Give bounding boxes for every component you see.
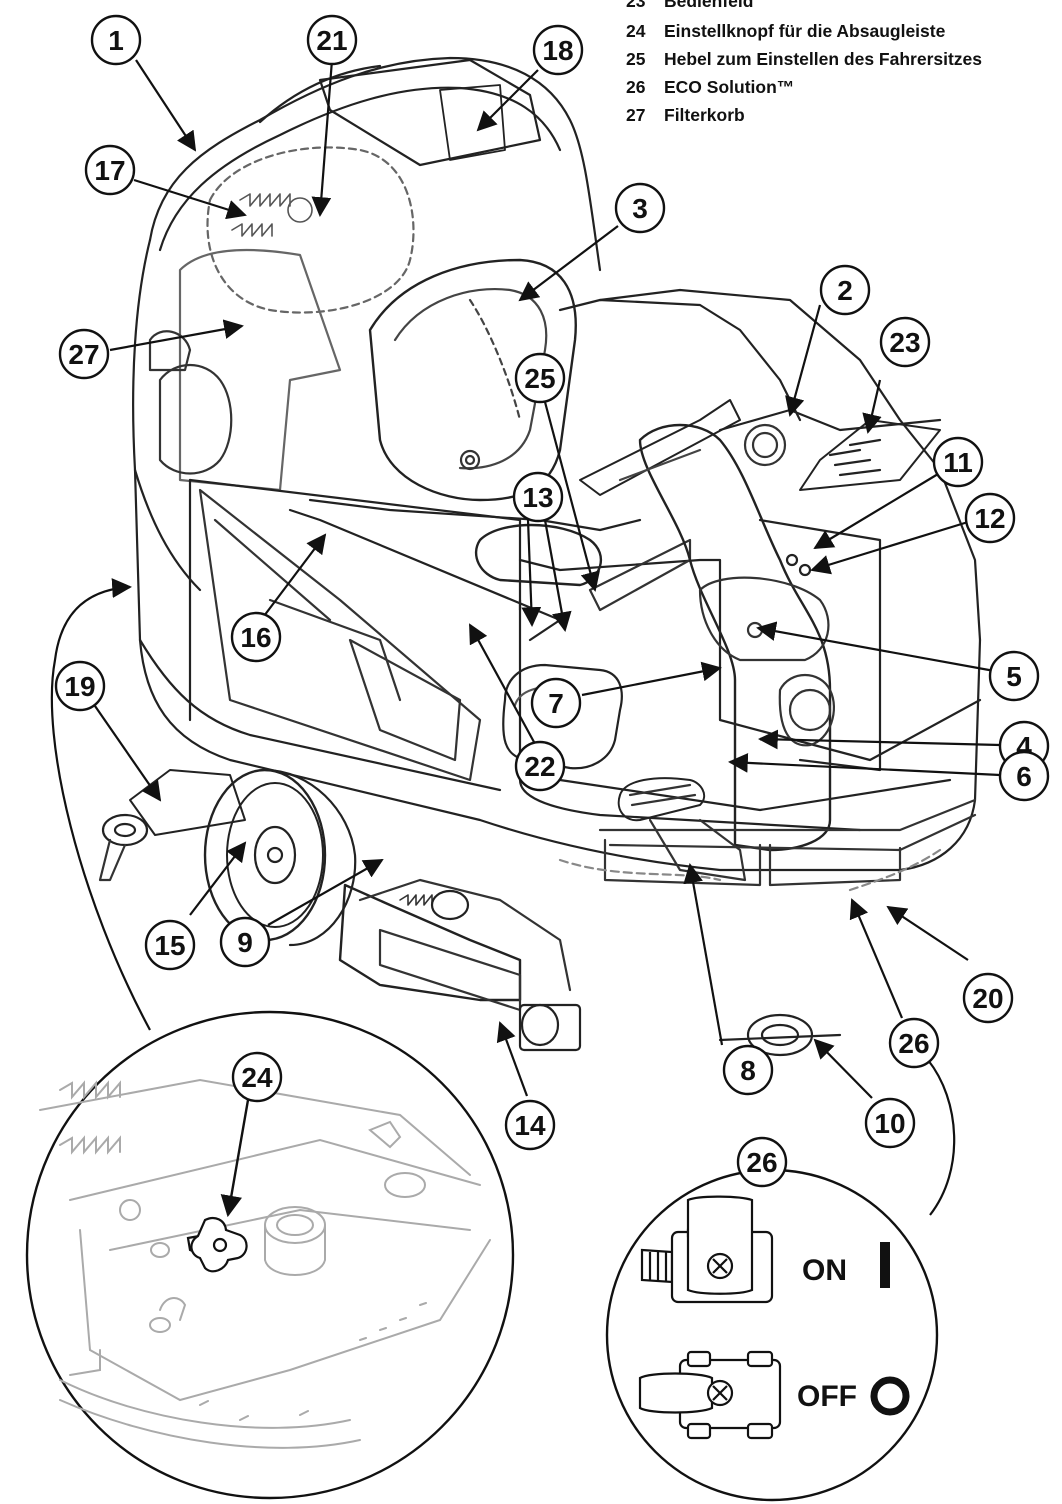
svg-text:27: 27 — [68, 339, 99, 370]
svg-text:26: 26 — [746, 1147, 777, 1178]
callout-6: 6 — [998, 750, 1050, 802]
callout-14: 14 — [504, 1099, 556, 1151]
parts-legend: 23 Bedienfeld 24 Einstellknopf für die A… — [626, 0, 1056, 125]
callout-21: 21 — [306, 14, 358, 66]
svg-text:18: 18 — [542, 35, 573, 66]
legend-number: 27 — [626, 105, 646, 125]
legend-row: 23 Bedienfeld — [626, 0, 1056, 12]
svg-text:14: 14 — [514, 1110, 546, 1141]
valve-off-label: OFF — [797, 1380, 857, 1413]
svg-text:3: 3 — [632, 193, 648, 224]
callout-23: 23 — [879, 316, 931, 368]
svg-text:16: 16 — [240, 622, 271, 653]
callout-12: 12 — [964, 492, 1016, 544]
callout-27: 27 — [58, 328, 110, 380]
svg-text:26: 26 — [898, 1028, 929, 1059]
leader-lines — [94, 59, 1001, 1099]
on-symbol-icon — [880, 1242, 890, 1288]
legend-row: 27 Filterkorb — [626, 104, 1056, 126]
valve-on-label: ON — [802, 1254, 847, 1287]
legend-row: 26 ECO Solution™ — [626, 76, 1056, 98]
callout-15: 15 — [144, 919, 196, 971]
legend-row: 24 Einstellknopf für die Absaugleiste — [626, 20, 1056, 42]
detail-pointer-curve — [50, 578, 151, 1031]
callout-7: 7 — [530, 677, 582, 729]
callout-11: 11 — [932, 436, 984, 488]
callout-18: 18 — [532, 24, 584, 76]
callout-1: 1 — [90, 14, 142, 66]
squeegee-detail-inset — [25, 1010, 515, 1500]
legend-number: 23 — [626, 0, 646, 11]
callout-26: 26 — [888, 1017, 940, 1069]
svg-text:25: 25 — [524, 363, 555, 394]
svg-text:6: 6 — [1016, 761, 1032, 792]
legend-text: ECO Solution™ — [664, 77, 795, 97]
svg-text:24: 24 — [241, 1062, 273, 1093]
svg-text:22: 22 — [524, 751, 555, 782]
valve-off-icon — [638, 1350, 782, 1440]
svg-text:11: 11 — [943, 447, 973, 478]
callout-22: 22 — [514, 740, 566, 792]
svg-text:17: 17 — [94, 155, 125, 186]
svg-text:10: 10 — [874, 1108, 905, 1139]
svg-text:9: 9 — [237, 927, 253, 958]
callout-bubbles: 1 21 18 17 3 2 23 27 25 11 13 12 16 19 5… — [54, 14, 1050, 1188]
legend-text: Filterkorb — [664, 105, 745, 125]
svg-text:5: 5 — [1006, 661, 1022, 692]
valve-on-icon — [640, 1195, 774, 1304]
callout-3: 3 — [614, 182, 666, 234]
callout-13: 13 — [512, 471, 564, 523]
callout-25: 25 — [514, 352, 566, 404]
legend-text: Einstellknopf für die Absaugleiste — [664, 21, 946, 41]
scrubber-machine-drawing — [98, 56, 982, 1057]
svg-text:12: 12 — [974, 503, 1005, 534]
svg-text:20: 20 — [972, 983, 1003, 1014]
callout-10: 10 — [864, 1097, 916, 1149]
callout-16: 16 — [230, 611, 282, 663]
legend-text: Bedienfeld — [664, 0, 754, 11]
eco-solution-valve-inset: ON OFF — [605, 1168, 939, 1502]
svg-text:8: 8 — [740, 1055, 756, 1086]
legend-text: Hebel zum Einstellen des Fahrersitzes — [664, 49, 983, 69]
legend-number: 26 — [626, 77, 646, 97]
callout-26-valve: 26 — [736, 1136, 788, 1188]
legend-row: 25 Hebel zum Einstellen des Fahrersitzes — [626, 48, 1056, 70]
callout-19: 19 — [54, 660, 106, 712]
svg-text:1: 1 — [108, 25, 124, 56]
callout-20: 20 — [962, 972, 1014, 1024]
legend-number: 24 — [626, 21, 646, 41]
callout-8: 8 — [722, 1044, 774, 1096]
svg-text:23: 23 — [889, 327, 920, 358]
callout-5: 5 — [988, 650, 1040, 702]
svg-text:21: 21 — [316, 25, 347, 56]
svg-text:13: 13 — [522, 482, 553, 513]
svg-text:19: 19 — [64, 671, 95, 702]
svg-text:15: 15 — [154, 930, 185, 961]
svg-text:2: 2 — [837, 275, 853, 306]
callout-2: 2 — [819, 264, 871, 316]
legend-number: 25 — [626, 49, 646, 69]
off-symbol-icon — [870, 1376, 910, 1416]
svg-text:7: 7 — [548, 688, 564, 719]
callout-17: 17 — [84, 144, 136, 196]
valve-pointer-curve — [927, 1059, 956, 1216]
callout-24: 24 — [231, 1051, 283, 1103]
callout-9: 9 — [219, 916, 271, 968]
